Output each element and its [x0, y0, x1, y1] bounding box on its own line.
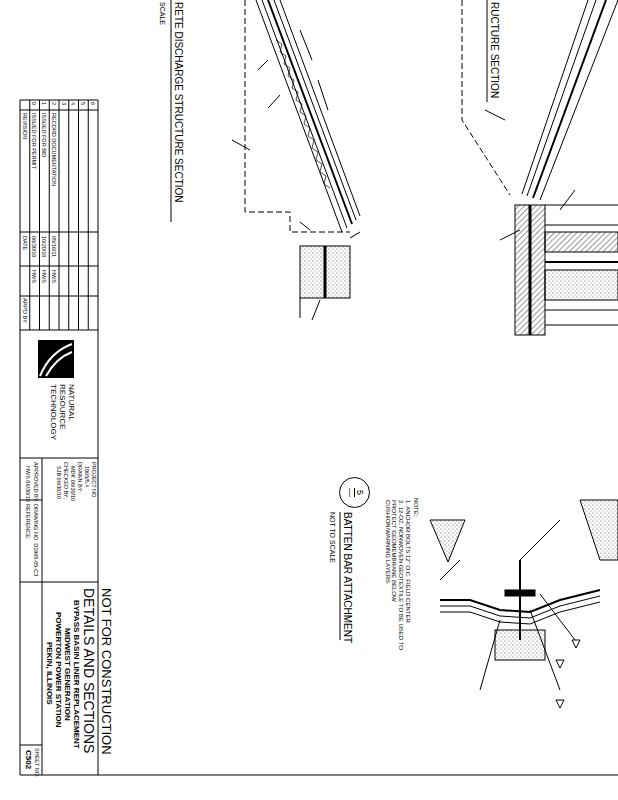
logo-text: RESOURCE [57, 384, 66, 429]
location-name: PEKIN, ILLINOIS [44, 642, 53, 705]
section-title: RUCTURE SECTION [489, 2, 500, 98]
table-cell: ISSUED FOR BID [41, 113, 47, 157]
section-title: BATTEN BAR ATTACHMENT [342, 512, 353, 643]
table-cell: 4 [70, 102, 76, 105]
field-value: SJB 06/30/10 [56, 466, 62, 499]
field-label: DRAWN BY: [77, 462, 83, 493]
note-text: 1. ANCHOR BOLTS 12" O.C. FIELD CENTER [404, 500, 411, 623]
table-cell: 05/16/11 [51, 236, 57, 257]
detail-callout: 5— [339, 477, 370, 508]
table-cell: 0 [31, 102, 37, 105]
table-cell: ISSUED FOR PERMIT [31, 113, 37, 169]
field-label: CHECKED BY: [63, 462, 69, 499]
table-header: REVISION [21, 113, 27, 139]
table-cell: 5 [80, 102, 86, 105]
detail-number: 5 [354, 488, 364, 497]
field-label: DRAWING NO. D1965-05-C3 [33, 504, 39, 576]
logo-text: TECHNOLOGY [48, 384, 57, 440]
field-label: SHEET NO. [34, 748, 40, 778]
construction-stamp: NOT FOR CONSTRUCTION [99, 588, 113, 755]
table-header: APP'D BY [21, 298, 27, 323]
section-title: SCALE [158, 2, 166, 25]
table-cell: RECORD DOCUMENTATION [51, 113, 57, 186]
table-cell: HWS [41, 270, 47, 283]
sheet-number: C502 [23, 750, 32, 769]
table-cell: 10/20/10 [41, 236, 47, 257]
project-title: BYPASS BASIN LINER REPLACEMENT [71, 600, 80, 749]
logo-text: NATURAL [66, 384, 75, 421]
table-cell: HWS [51, 270, 57, 283]
sheet-reference: — [345, 486, 354, 499]
table-cell: 6 [90, 102, 96, 105]
sheet-title: DETAILS AND SECTIONS [81, 588, 96, 753]
note-text: NOTE: [412, 498, 419, 516]
field-value: MDK 06/30/10 [70, 466, 76, 501]
station-name: POWERTON POWER STATION [53, 612, 62, 728]
section-title: NOT TO SCALE [328, 512, 336, 563]
table-header: DATE [21, 236, 27, 250]
table-cell: HWS [31, 270, 37, 283]
field-value: 1965/5.4 [84, 466, 90, 487]
table-cell: 2 [51, 102, 57, 105]
field-label: PROJECT NO. [91, 462, 97, 499]
table-cell: 06/30/10 [31, 236, 37, 257]
field-label: APPROVED BY: [33, 462, 39, 503]
table-cell: 3 [60, 102, 66, 105]
field-value: HWS 06/30/10 [25, 466, 31, 502]
client-name: MIDWEST GENERATION [62, 628, 71, 721]
table-cell: 1 [41, 102, 47, 105]
note-text: 2. 12-OZ. NONWOVEN GEOTEXTILE TO BE USED… [384, 500, 404, 650]
section-title: RETE DISCHARGE STRUCTURE SECTION [173, 2, 184, 203]
field-label: REFERENCE: [25, 504, 31, 539]
